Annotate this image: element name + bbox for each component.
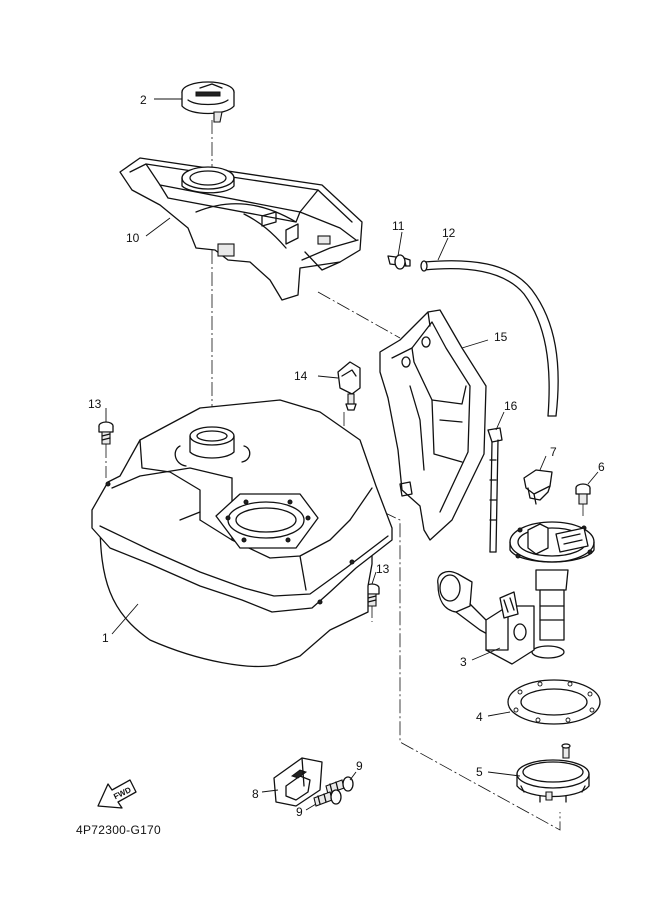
part-5-retainer-ring xyxy=(516,743,590,803)
leader-lines xyxy=(105,98,599,811)
callout-3: 3 xyxy=(460,655,467,669)
callout-16: 16 xyxy=(504,399,518,413)
part-1-fuel-tank xyxy=(91,399,393,668)
fwd-arrow-icon: FWD xyxy=(97,779,137,809)
callout-9-lower: 9 xyxy=(296,805,303,819)
part-12-breather-hose xyxy=(420,260,559,417)
part-3-fuel-pump xyxy=(437,521,595,665)
callout-15: 15 xyxy=(494,330,508,344)
callout-9-upper: 9 xyxy=(356,759,363,773)
part-15-side-guard xyxy=(379,309,487,541)
callout-1: 1 xyxy=(102,631,109,645)
part-8-bracket xyxy=(273,757,323,807)
part-4-gasket xyxy=(507,679,601,725)
callout-11: 11 xyxy=(392,219,405,233)
callout-7: 7 xyxy=(550,445,557,459)
part-13-bolt-left xyxy=(98,421,114,445)
callout-2: 2 xyxy=(140,93,147,107)
callout-5: 5 xyxy=(476,765,483,779)
part-9-bolt-upper xyxy=(325,776,354,795)
callout-10: 10 xyxy=(126,231,140,245)
part-7-grommet xyxy=(523,469,553,505)
part-16-cable-tie xyxy=(487,427,503,553)
part-10-tank-cover xyxy=(119,157,363,301)
part-2-fuel-cap xyxy=(181,81,235,123)
callout-12: 12 xyxy=(442,226,456,240)
callout-13-left: 13 xyxy=(88,397,102,411)
callout-6: 6 xyxy=(598,460,605,474)
callout-13-right: 13 xyxy=(376,562,390,576)
callout-labels: 2 10 11 12 15 14 13 16 7 6 13 1 3 4 5 8 … xyxy=(88,93,605,819)
callout-4: 4 xyxy=(476,710,483,724)
callout-8: 8 xyxy=(252,787,259,801)
part-9-bolt-lower xyxy=(313,789,342,807)
part-14-clip xyxy=(337,361,361,411)
part-6-bolt xyxy=(575,483,591,505)
callout-14: 14 xyxy=(294,369,308,383)
part-11-fitting xyxy=(387,254,411,270)
diagram-code: 4P72300-G170 xyxy=(76,823,161,837)
